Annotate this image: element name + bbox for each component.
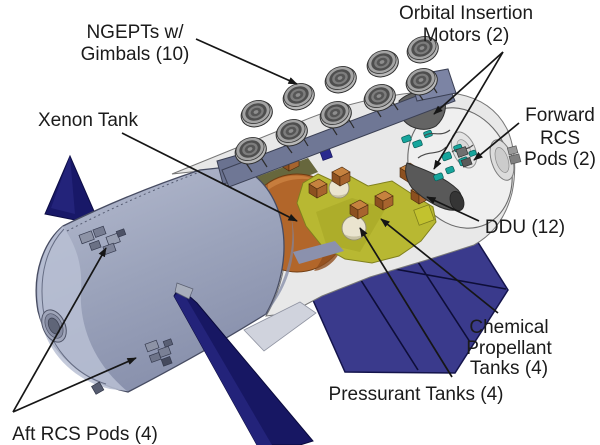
callout-xenon-line1: Xenon Tank xyxy=(38,110,139,131)
forward-rcs-arrow xyxy=(473,122,520,161)
chemical-tank-cube xyxy=(413,204,435,226)
callout-forward-rcs-line2: RCS xyxy=(540,128,580,149)
forward-rcs-pod xyxy=(506,145,522,165)
ion-thruster xyxy=(278,78,319,115)
callout-chemical-line1: Chemical xyxy=(469,317,548,338)
pressurant-sphere xyxy=(341,215,367,241)
orbital-motors-arrow-1 xyxy=(433,51,504,115)
callout-orbital-line1: Orbital Insertion xyxy=(399,3,533,24)
callout-orbital-insertion-motors: Orbital Insertion Motors (2) xyxy=(399,3,533,46)
callout-orbital-line2: Motors (2) xyxy=(423,25,510,46)
under-bus-shadow xyxy=(293,241,344,264)
solar-panel-center-blade xyxy=(173,282,314,445)
callout-xenon-tank: Xenon Tank xyxy=(38,110,139,131)
xenon-tank-arrow xyxy=(121,132,298,222)
aft-rcs-arrow-2 xyxy=(12,357,137,413)
ddu-arrow xyxy=(426,196,480,222)
aft-rcs-arrow-1 xyxy=(12,247,107,413)
chemical-tanks-arrow xyxy=(380,218,499,314)
callout-ngepts: NGEPTs w/ Gimbals (10) xyxy=(81,22,190,65)
forward-rcs-pod xyxy=(455,146,473,168)
callout-pressurant-tanks: Pressurant Tanks (4) xyxy=(329,384,504,405)
ngepts-arrow xyxy=(195,38,298,85)
solar-panel-left-edge xyxy=(44,154,101,226)
aft-rcs-pod-side xyxy=(144,338,174,367)
callout-forward-rcs-pods: Forward RCS Pods (2) xyxy=(524,105,596,170)
ion-thruster xyxy=(362,45,403,82)
callout-ddu-line1: DDU (12) xyxy=(485,217,565,238)
ion-thruster xyxy=(320,61,361,98)
adapter-wedge xyxy=(243,301,317,352)
callout-ngepts-line2: Gimbals (10) xyxy=(81,44,190,65)
callout-pressurant-line1: Pressurant Tanks (4) xyxy=(329,384,504,405)
callout-chemical-line2: Propellant xyxy=(466,338,552,359)
callout-aft-rcs-line1: Aft RCS Pods (4) xyxy=(12,424,158,445)
tank-port-rings xyxy=(41,309,67,343)
callout-aft-rcs-pods: Aft RCS Pods (4) xyxy=(12,424,158,445)
orbital-motors-arrow-2 xyxy=(433,51,504,170)
callout-ngepts-line1: NGEPTs w/ xyxy=(86,22,184,43)
aft-rcs-pod-top xyxy=(78,225,127,255)
callout-chemical-line3: Tanks (4) xyxy=(470,358,548,379)
tank-end-cap xyxy=(37,226,127,391)
callout-ddu: DDU (12) xyxy=(485,217,565,238)
callout-forward-rcs-line3: Pods (2) xyxy=(524,149,596,170)
pressurant-tanks-arrow xyxy=(359,227,453,378)
orbital-motor-bell-lower xyxy=(449,190,465,212)
callout-forward-rcs-line1: Forward xyxy=(525,105,595,126)
callout-chemical-propellant-tanks: Chemical Propellant Tanks (4) xyxy=(466,317,552,379)
ion-thruster xyxy=(236,95,277,132)
callout-arrows xyxy=(12,38,520,413)
tank-fitting xyxy=(91,381,105,395)
